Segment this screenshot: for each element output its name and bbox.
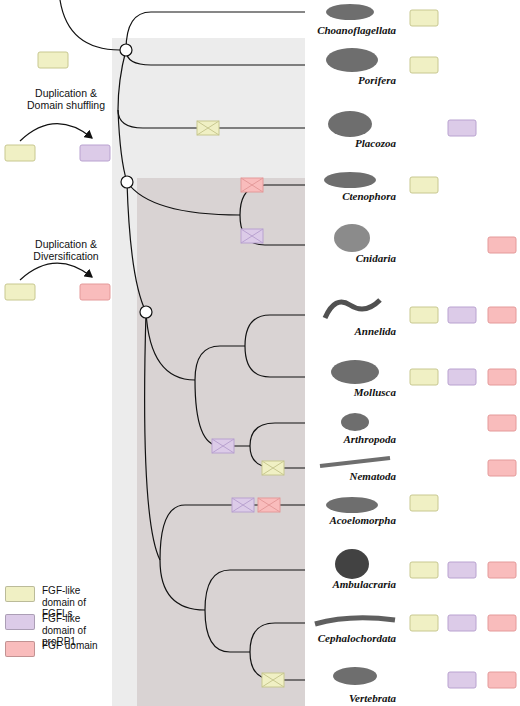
taxon-name: Mollusca (290, 386, 396, 399)
annotation-text: Duplication & Domain shuffling (20, 87, 112, 111)
taxon-name: Cnidaria (290, 252, 396, 265)
legend-swatch (5, 586, 35, 602)
node-circles (120, 44, 152, 318)
annotation-text: Duplication & Diversification (20, 238, 112, 262)
taxon-name: Acoelomorpha (290, 514, 396, 527)
taxon-name: Arthropoda (290, 433, 396, 446)
taxon-name: Ctenophora (290, 190, 396, 203)
taxon-name: Ambulacraria (290, 578, 396, 591)
taxon-name: Annelida (290, 325, 396, 338)
legend-text: FGF domain (42, 640, 114, 652)
background-band (112, 38, 305, 706)
legend-swatch (5, 641, 35, 657)
taxon-name: Nematoda (290, 470, 396, 483)
taxon-name: Cephalochordata (290, 632, 396, 645)
loss-marks (197, 121, 284, 687)
legend-swatch (5, 614, 35, 630)
taxon-name: Porifera (290, 74, 396, 87)
taxon-name: Choanoflagellata (290, 24, 396, 37)
background-band (137, 178, 305, 706)
taxon-name: Vertebrata (290, 692, 396, 705)
taxon-name: Placozoa (290, 137, 396, 150)
domain-presence-boxes (410, 10, 516, 688)
